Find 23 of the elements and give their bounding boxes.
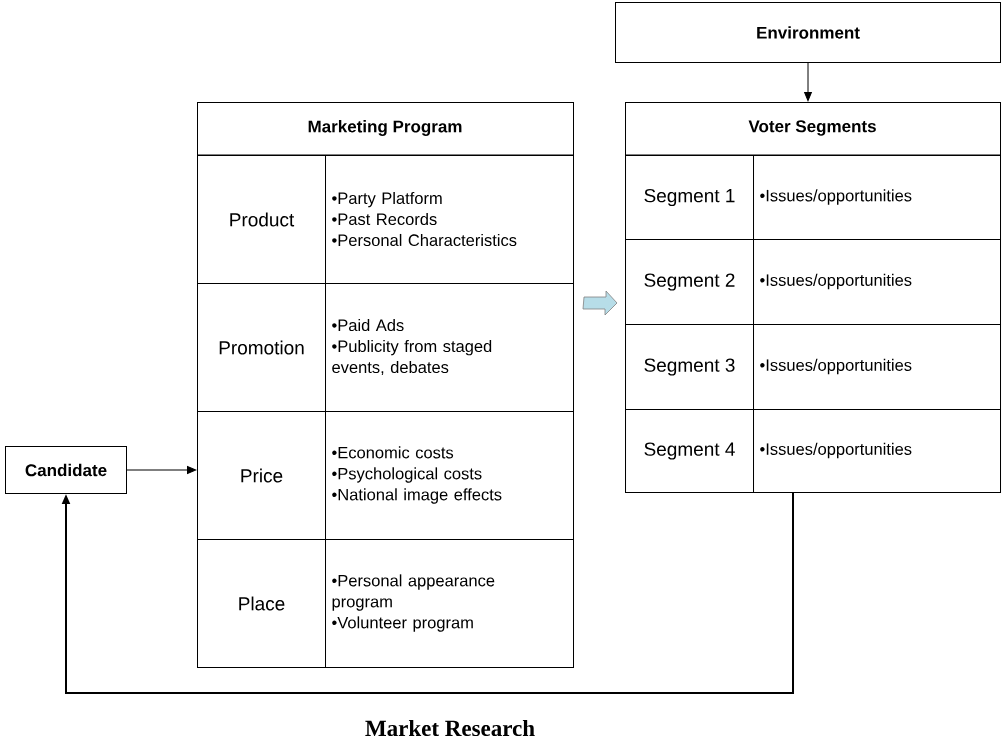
text-box: Candidate: [5, 446, 127, 494]
table-cell: Segment 3: [625, 324, 754, 410]
text-box: Environment: [615, 2, 1001, 63]
bullet-list-cell: •Party Platform •Past Records •Personal Characteristics: [325, 155, 574, 284]
arrow: [804, 62, 812, 102]
bullet-list-cell: •Issues/opportunities: [753, 155, 1001, 240]
table-cell: Segment 1: [625, 155, 754, 240]
table-cell: Product: [197, 155, 326, 284]
table-cell: Segment 4: [625, 409, 754, 493]
table-cell: Price: [197, 411, 326, 540]
table-cell: Place: [197, 539, 326, 668]
bullet-list-cell: •Paid Ads •Publicity from staged events, debates: [325, 283, 574, 412]
bullet-list-cell: •Issues/opportunities: [753, 324, 1001, 410]
table-cell: Promotion: [197, 283, 326, 412]
arrow: [126, 466, 197, 474]
bullet-list-cell: •Personal appearance program •Volunteer program: [325, 539, 574, 668]
table-cell: Segment 2: [625, 239, 754, 325]
bullet-list-cell: •Issues/opportunities: [753, 239, 1001, 325]
bullet-list-cell: •Economic costs •Psychological costs •National image effects: [325, 411, 574, 540]
block-arrow: [582, 290, 618, 316]
bullet-list-cell: •Issues/opportunities: [753, 409, 1001, 493]
feedback-arrow: [61, 492, 794, 694]
edge-label: Market Research: [363, 718, 537, 738]
